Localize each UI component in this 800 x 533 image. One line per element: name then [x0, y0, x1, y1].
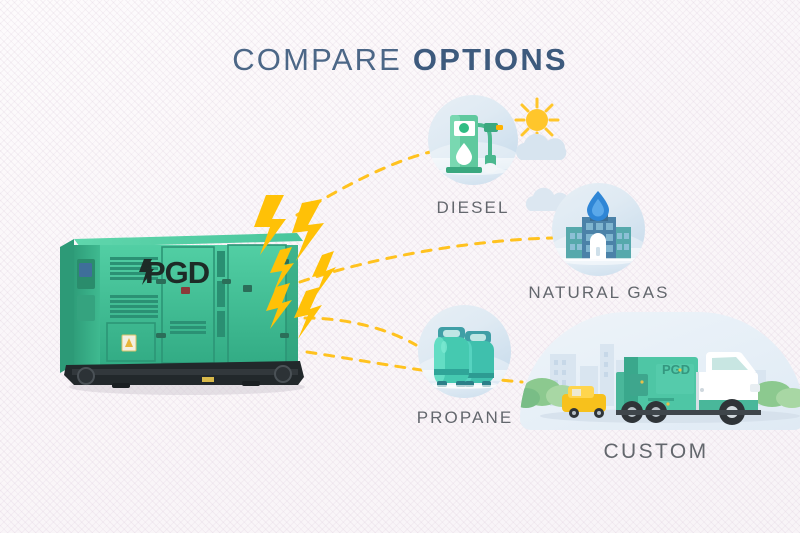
- svg-text:PGD: PGD: [662, 362, 690, 377]
- lightning-bolt: [254, 195, 286, 255]
- delivery-truck-generator-icon: PGD: [520, 344, 800, 425]
- option-label-diesel: DIESEL: [436, 198, 510, 217]
- yellow-car-icon: [562, 386, 606, 418]
- page-title-light: COMPARE: [232, 42, 403, 77]
- generator-brand-logo: PGD: [139, 255, 211, 290]
- gas-plant-building-icon: [562, 191, 635, 265]
- lightning-bolt: [292, 199, 324, 261]
- option-label-propane: PROPANE: [416, 408, 514, 427]
- cloud-icon: [513, 133, 573, 164]
- option-icon-custom[interactable]: PGD: [520, 312, 800, 430]
- lightning-bolt: [312, 251, 336, 295]
- generator-unit: PGD: [52, 225, 317, 395]
- lightning-bolt: [266, 283, 292, 329]
- svg-text:PGD: PGD: [145, 255, 210, 290]
- page-title: COMPARE OPTIONS: [0, 42, 800, 78]
- page-title-bold: OPTIONS: [412, 42, 568, 77]
- lightning-bolt: [270, 247, 294, 291]
- option-label-natural-gas: NATURAL GAS: [528, 283, 670, 302]
- option-label-custom: CUSTOM: [603, 440, 709, 463]
- option-icon-diesel[interactable]: [428, 95, 518, 185]
- option-icon-natural-gas[interactable]: [552, 183, 645, 276]
- propane-tanks-icon: [428, 327, 501, 389]
- lightning-bolt: [294, 287, 322, 339]
- lightning-bolt-cluster: [250, 195, 340, 365]
- fuel-pump-icon: [439, 115, 507, 175]
- option-icon-propane[interactable]: [418, 305, 511, 398]
